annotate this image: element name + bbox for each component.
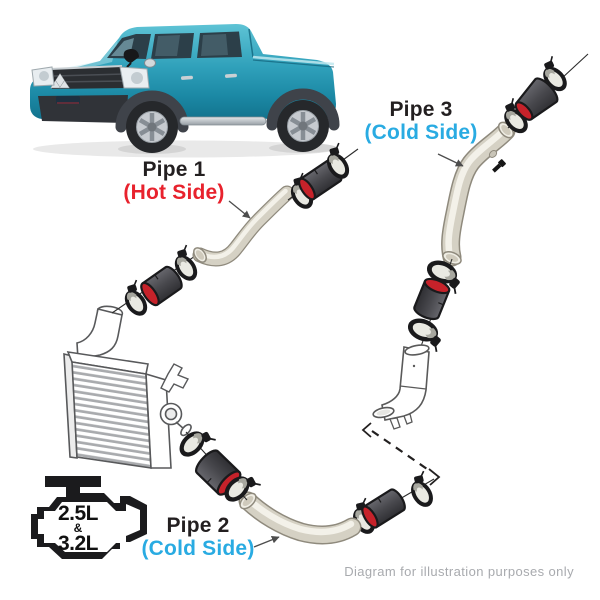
intercooler-core bbox=[71, 361, 152, 469]
door-handle bbox=[224, 73, 237, 78]
hood-mirror bbox=[123, 49, 139, 63]
pipe2-label: Pipe 2 (Cold Side) bbox=[113, 514, 283, 560]
door-mirror bbox=[144, 58, 156, 68]
pipe-2-outlet-joiner bbox=[345, 470, 442, 539]
pipe-3-bottom-joiner bbox=[401, 255, 467, 353]
triton-badge bbox=[56, 96, 80, 104]
side-step bbox=[179, 116, 267, 126]
factory-pipe-drawing bbox=[372, 344, 430, 430]
pipe-2-drawing bbox=[238, 491, 362, 545]
grille bbox=[50, 66, 127, 89]
pipe1-label: Pipe 1 (Hot Side) bbox=[89, 158, 259, 204]
pipe3-label-side: (Cold Side) bbox=[364, 121, 478, 144]
rear-fender-flare bbox=[266, 88, 340, 131]
front-wheel bbox=[126, 101, 178, 153]
pipe3-leader-line bbox=[437, 153, 464, 167]
mitsubishi-logo bbox=[50, 73, 70, 89]
dashed-connector bbox=[361, 422, 441, 486]
intercooler-outlet-joiner bbox=[173, 422, 262, 511]
intercooler-drawing bbox=[63, 305, 192, 469]
pipe2-label-side: (Cold Side) bbox=[141, 537, 255, 560]
engine-size-bottom: 3.2L bbox=[58, 532, 99, 555]
front-fender-flare bbox=[115, 90, 189, 133]
engine-size-amp: & bbox=[74, 521, 83, 535]
pipe3-label: Pipe 3 (Cold Side) bbox=[336, 98, 506, 144]
intercooler-inlet-elbow bbox=[76, 308, 123, 360]
door-handle bbox=[180, 75, 193, 80]
engine-size-top: 2.5L bbox=[58, 502, 99, 525]
sensor-boss bbox=[488, 150, 498, 158]
pipe3-label-title: Pipe 3 bbox=[389, 98, 453, 121]
front-bumper bbox=[38, 95, 128, 123]
pipe-3-top-joiner bbox=[495, 53, 589, 139]
mounting-bracket bbox=[160, 363, 189, 393]
disclaimer-text: Diagram for illustration purposes only bbox=[344, 564, 574, 579]
pipe-1-drawing bbox=[192, 185, 295, 267]
pipe2-leader-line bbox=[253, 536, 280, 548]
engine-icon: 2.5L & 3.2L bbox=[31, 476, 147, 559]
sensor-bolt bbox=[492, 159, 506, 173]
pipe1-label-title: Pipe 1 bbox=[142, 158, 206, 181]
pipe1-leader-line bbox=[228, 200, 251, 219]
hose-clamp bbox=[403, 470, 442, 512]
pipe-1-outlet-joiner bbox=[282, 142, 359, 214]
intercooler-inlet-joiner bbox=[111, 244, 206, 321]
truck-photo bbox=[30, 24, 340, 158]
intercooler-outlet-opening bbox=[180, 423, 192, 437]
pipe1-label-side: (Hot Side) bbox=[123, 181, 225, 204]
leader-lines bbox=[228, 153, 464, 548]
rear-wheel bbox=[277, 100, 329, 152]
pipe2-label-title: Pipe 2 bbox=[166, 514, 230, 537]
